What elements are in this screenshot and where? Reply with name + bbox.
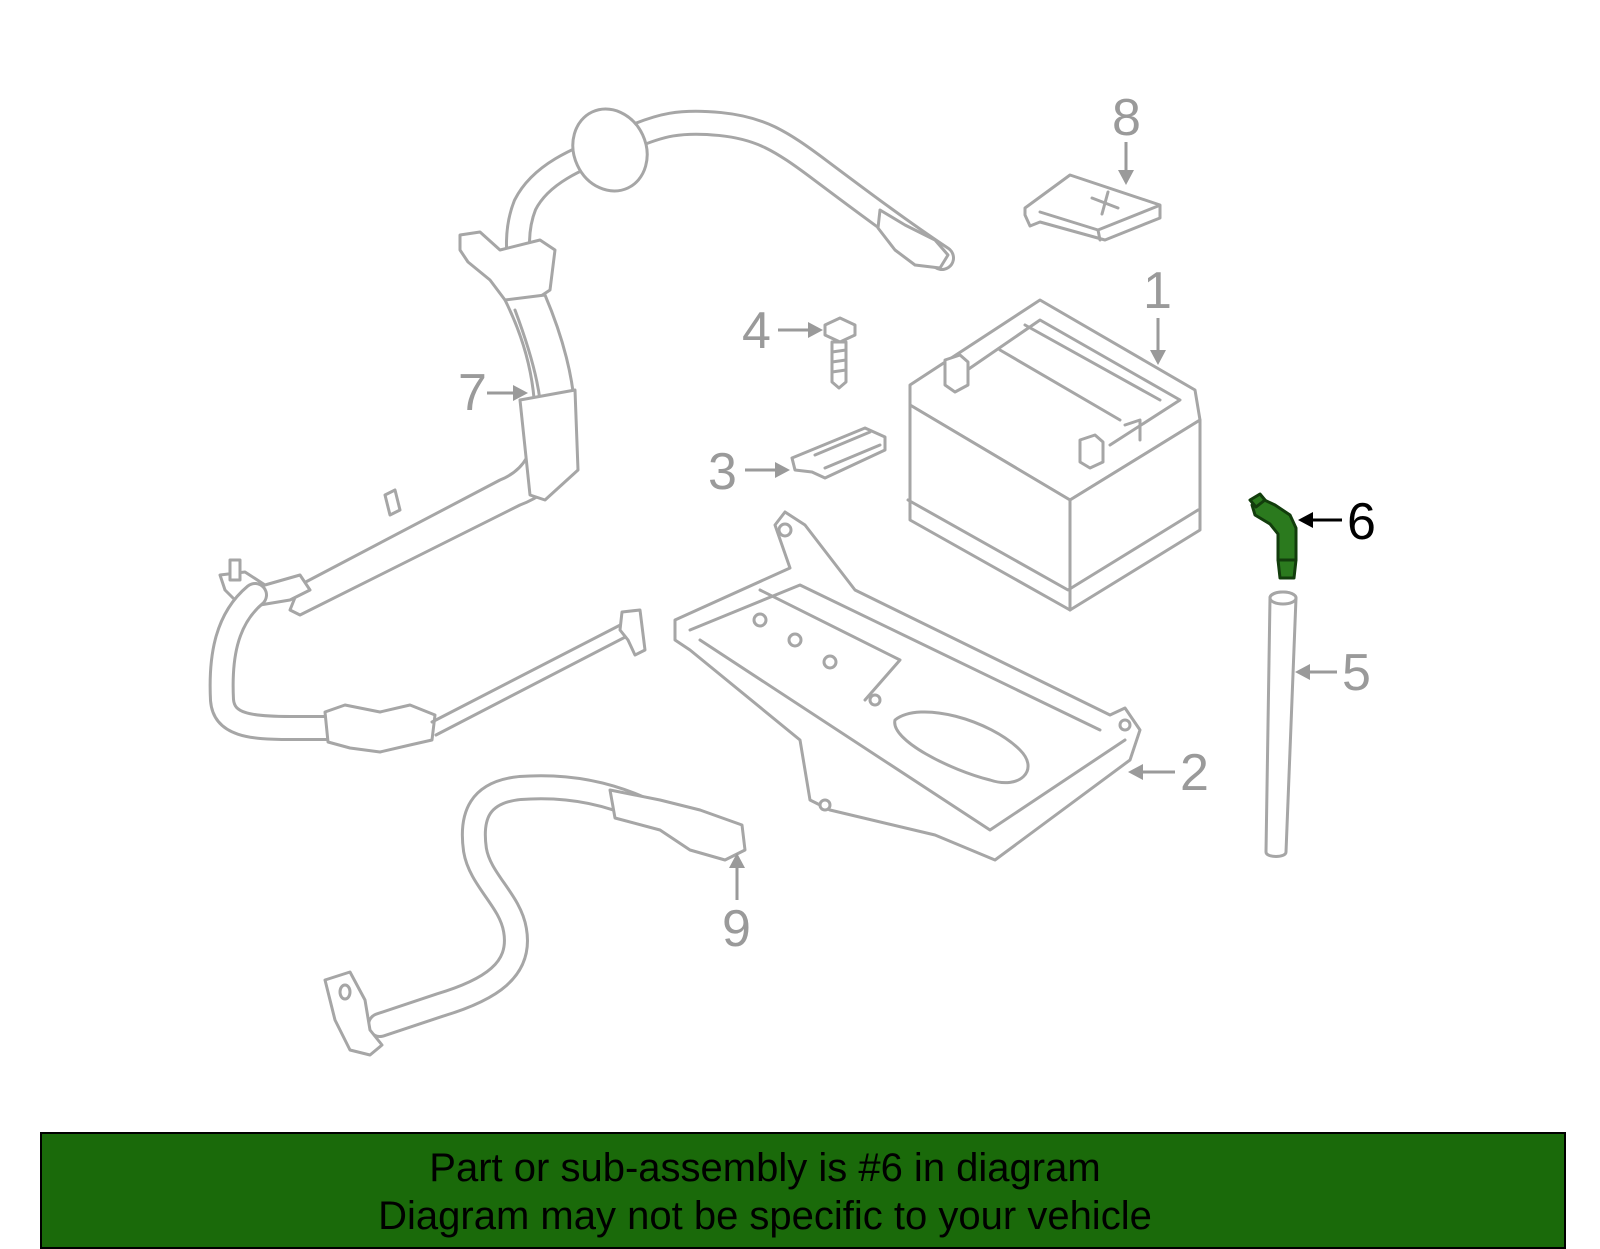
callout-9: 9	[722, 853, 751, 958]
callout-2: 2	[1128, 744, 1209, 802]
terminal-cover	[1023, 173, 1162, 242]
battery-tray	[673, 510, 1142, 862]
callout-5-label: 5	[1342, 644, 1371, 702]
bolt	[823, 316, 857, 390]
callout-3-label: 3	[708, 443, 737, 501]
callout-7-label: 7	[458, 364, 487, 422]
banner-line-part-number: Part or sub-assembly is #6 in diagram	[429, 1146, 1101, 1190]
negative-cable	[323, 774, 747, 1057]
vent-elbow	[1248, 492, 1298, 580]
positive-cable-harness	[208, 107, 955, 754]
callout-8-label: 8	[1112, 89, 1141, 147]
callout-6: 6	[1298, 493, 1376, 551]
callout-6-label: 6	[1347, 493, 1376, 551]
hold-down-clamp	[790, 426, 887, 480]
callout-9-label: 9	[722, 900, 751, 958]
callout-5: 5	[1295, 644, 1371, 702]
callout-4: 4	[742, 302, 823, 360]
battery	[906, 298, 1202, 612]
info-banner: Part or sub-assembly is #6 in diagram Di…	[40, 1132, 1566, 1249]
parts-diagram: 1 2 3 4 5 6 7 8 9	[208, 89, 1376, 1057]
banner-line-disclaimer: Diagram may not be specific to your vehi…	[378, 1194, 1152, 1238]
callout-8: 8	[1112, 89, 1141, 185]
callout-1: 1	[1143, 262, 1172, 365]
callout-4-label: 4	[742, 302, 771, 360]
callout-7: 7	[458, 364, 528, 422]
callout-1-label: 1	[1143, 262, 1172, 320]
vent-hose	[1264, 590, 1298, 858]
callout-3: 3	[708, 443, 790, 501]
callout-2-label: 2	[1180, 744, 1209, 802]
